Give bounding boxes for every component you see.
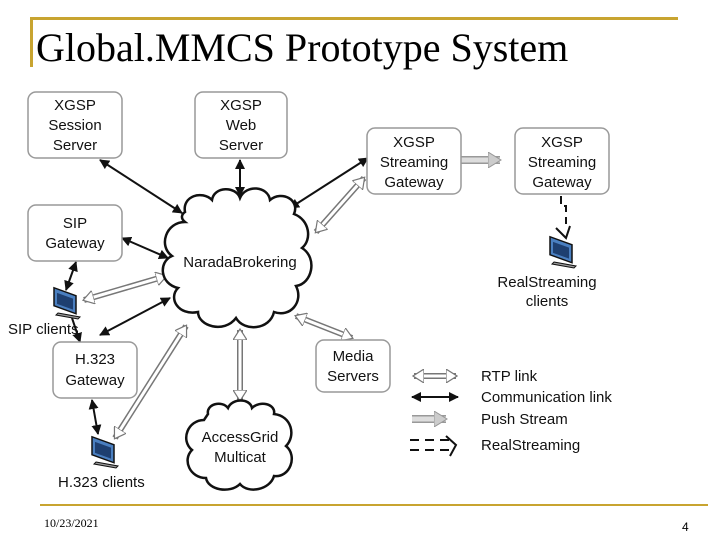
xgsp-web-line-3: Server	[219, 137, 263, 154]
rtp-link-sipclient-narada	[84, 276, 166, 300]
comm-link-session-narada	[99, 159, 183, 214]
footer-page-number: 4	[682, 520, 689, 534]
naradabrokering-cloud: NaradaBrokering	[161, 187, 313, 329]
h323-clients-label: H.323 clients	[58, 474, 145, 491]
media-servers-line-1: Media	[333, 348, 375, 365]
realstreaming-link	[555, 196, 571, 240]
narada-label: NaradaBrokering	[183, 254, 296, 271]
xgsp-stream-gw1-line-1: XGSP	[393, 134, 435, 151]
legend-comm-label: Communication link	[481, 389, 612, 406]
rtp-link-h323client-narada	[112, 326, 189, 438]
comm-link-sipclient-h323	[71, 317, 82, 343]
h323-gateway: H.323 Gateway	[52, 341, 138, 399]
xgsp-stream-gw2-line-2: Streaming	[528, 154, 596, 171]
legend-real-symbol	[410, 435, 458, 457]
xgsp-web-line-1: XGSP	[220, 97, 262, 114]
accessgrid-label-2: Multicat	[214, 449, 267, 466]
xgsp-web-line-2: Web	[226, 117, 257, 134]
legend-rtp-label: RTP link	[481, 368, 538, 385]
footer-rule	[40, 504, 708, 506]
xgsp-streaming-gateway-1: XGSP Streaming Gateway	[366, 127, 462, 195]
comm-link-h323-narada	[99, 297, 171, 336]
sip-gateway-line-2: Gateway	[45, 235, 105, 252]
slide-title: Global.MMCS Prototype System	[36, 25, 569, 70]
xgsp-streaming-gateway-2: XGSP Streaming Gateway	[514, 127, 610, 195]
comm-link-sip-narada	[121, 237, 169, 259]
xgsp-session-server: XGSP Session Server	[27, 91, 123, 159]
h323-gateway-line-1: H.323	[75, 351, 115, 368]
rtp-link-narada-media	[296, 316, 352, 338]
accessgrid-label-1: AccessGrid	[202, 429, 279, 446]
media-servers-line-2: Servers	[327, 368, 379, 385]
xgsp-stream-gw1-line-2: Streaming	[380, 154, 448, 171]
legend-push-label: Push Stream	[481, 411, 568, 428]
realstreaming-clients-label-2: clients	[526, 293, 569, 310]
realstreaming-clients-label-1: RealStreaming	[497, 274, 596, 291]
xgsp-session-line-1: XGSP	[54, 97, 96, 114]
accessgrid-cloud: AccessGrid Multicat	[185, 399, 293, 491]
comm-link-sip-sipclient	[64, 261, 78, 291]
sip-gateway-line-1: SIP	[63, 215, 87, 232]
xgsp-web-server: XGSP Web Server	[194, 91, 288, 159]
title-left-rule	[30, 17, 33, 67]
h323-client-computer-icon	[91, 435, 120, 469]
h323-gateway-line-2: Gateway	[65, 372, 125, 389]
xgsp-session-line-3: Server	[53, 137, 97, 154]
legend-real-label: RealStreaming	[481, 437, 580, 454]
footer-date: 10/23/2021	[44, 516, 99, 530]
sip-gateway: SIP Gateway	[27, 204, 123, 262]
xgsp-stream-gw2-line-1: XGSP	[541, 134, 583, 151]
legend: RTP link Communication link Push Stream …	[410, 368, 612, 457]
rtp-link-narada-streamgw	[313, 176, 367, 234]
xgsp-session-line-2: Session	[48, 117, 101, 134]
sip-client-computer-icon	[53, 286, 82, 320]
xgsp-stream-gw2-line-3: Gateway	[532, 174, 592, 191]
title-rule	[30, 17, 678, 20]
media-servers: Media Servers	[315, 339, 391, 393]
comm-link-h323-h323client	[88, 399, 102, 435]
xgsp-stream-gw1-line-3: Gateway	[384, 174, 444, 191]
sip-clients-label: SIP clients	[8, 321, 79, 338]
realstreaming-client-computer-icon	[549, 235, 578, 269]
